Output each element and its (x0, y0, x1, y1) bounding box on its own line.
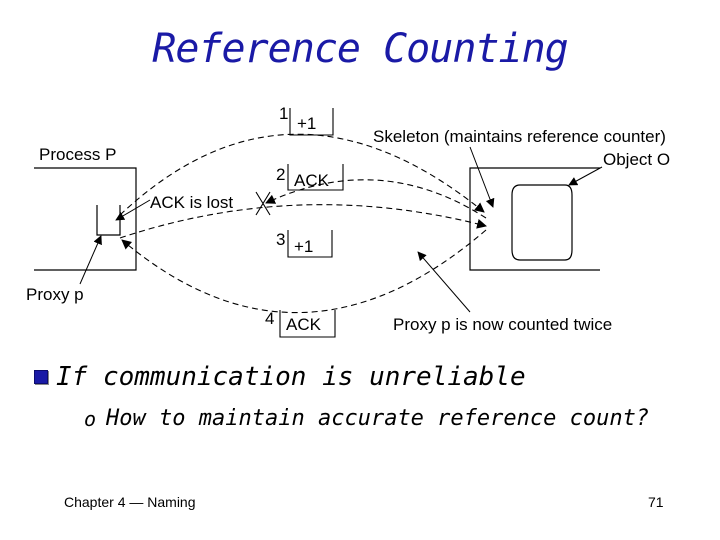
message-2-box (287, 164, 344, 191)
circle-bullet-icon: o (84, 406, 97, 431)
lost-x-icon (255, 191, 271, 216)
object-label: Object O (603, 150, 670, 169)
message-1-box (289, 108, 334, 136)
message-4-text: ACK (286, 315, 322, 334)
sub-bullet-text: How to maintain accurate reference count… (106, 406, 650, 431)
message-1-arc (119, 133, 485, 216)
message-2-arc (265, 179, 487, 219)
process-box (34, 167, 137, 271)
proxy-counted-label: Proxy p is now counted twice (393, 315, 612, 334)
object-shape (511, 184, 573, 261)
message-3-text: +1 (294, 237, 313, 256)
server-box (469, 167, 600, 271)
message-4-number: 4 (265, 309, 274, 328)
slide-title: Reference Counting (152, 26, 568, 72)
counted-twice-pointer (417, 251, 471, 313)
square-bullet-icon (34, 370, 48, 384)
message-3-arc (119, 204, 487, 239)
proxy-label: Proxy p (26, 285, 84, 304)
message-2-number: 2 (276, 165, 285, 184)
ack-lost-label: ACK is lost (150, 193, 233, 212)
object-pointer (568, 166, 603, 186)
message-2-text: ACK (294, 171, 330, 190)
page-number: 71 (648, 494, 664, 510)
message-3-number: 3 (276, 230, 285, 249)
ack-lost-pointer (115, 199, 151, 221)
message-4-box (279, 310, 336, 338)
bullet-text: If communication is unreliable (56, 362, 526, 392)
message-4-arc (121, 229, 487, 314)
proxy-pointer (79, 235, 102, 285)
message-1-number: 1 (279, 104, 288, 123)
footer-chapter: Chapter 4 — Naming (64, 494, 196, 510)
process-label: Process P (39, 145, 116, 164)
skeleton-label: Skeleton (maintains reference counter) (373, 127, 666, 146)
sub-bullet-item: o How to maintain accurate reference cou… (84, 406, 649, 431)
bullet-item: If communication is unreliable (34, 362, 526, 392)
skeleton-pointer (469, 146, 495, 208)
message-1-text: +1 (297, 114, 316, 133)
message-3-box (287, 230, 333, 258)
